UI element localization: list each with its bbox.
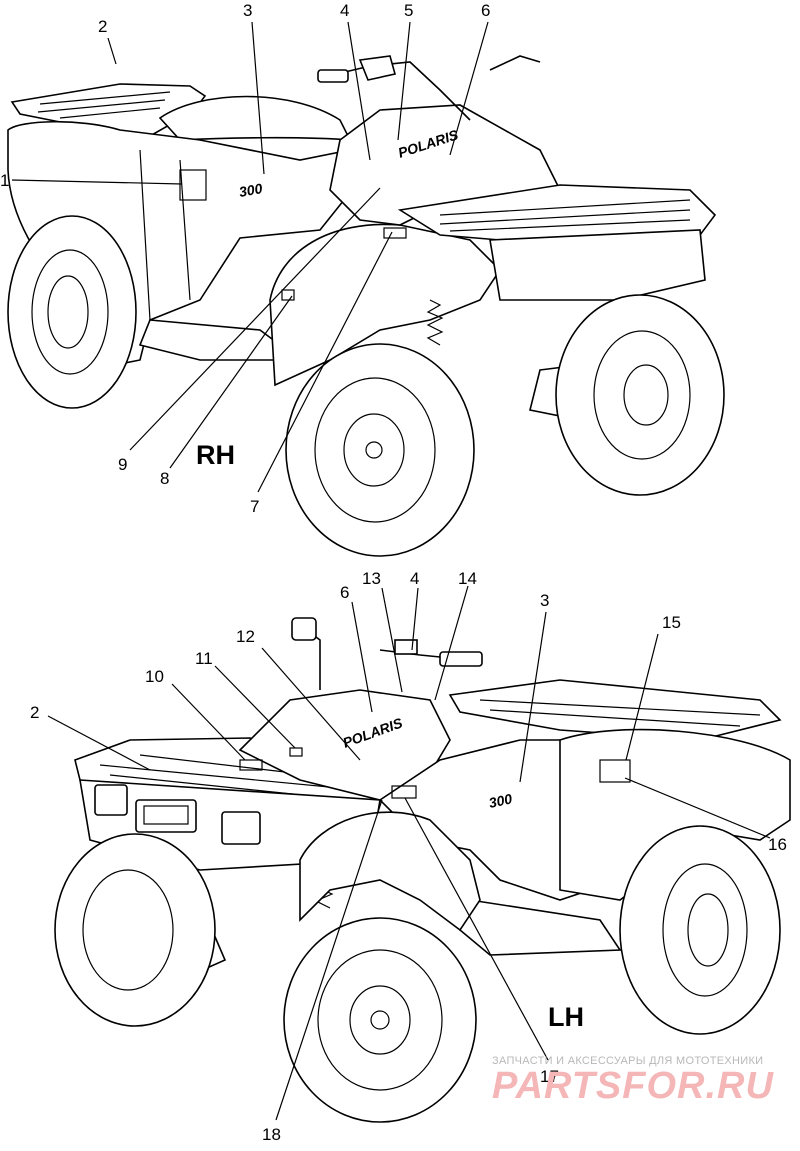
rh-callout-2: 2	[98, 17, 107, 36]
lh-model-badge: 300	[487, 790, 513, 811]
rh-callout-8: 8	[160, 469, 169, 488]
rh-callout-7: 7	[250, 497, 259, 516]
rh-callouts: 1 2 3 4 5 6 7 8 9 RH	[0, 1, 490, 516]
lh-callout-12: 12	[236, 627, 255, 646]
rh-leader-lines	[11, 21, 489, 493]
lh-callout-11: 11	[195, 649, 213, 668]
lh-callout-15: 15	[662, 613, 681, 632]
watermark-tagline: ЗАПЧАСТИ И АКСЕССУАРЫ ДЛЯ МОТОТЕХНИКИ	[492, 1055, 763, 1067]
rh-callout-4: 4	[340, 1, 349, 20]
rh-model-badge: 300	[238, 180, 264, 200]
rh-callout-3: 3	[243, 1, 252, 20]
watermark: ЗАПЧАСТИ И АКСЕССУАРЫ ДЛЯ МОТОТЕХНИКИ PA…	[492, 1055, 774, 1107]
lh-atv-illustration: POLARIS 300	[54, 617, 791, 1123]
lh-callout-6: 6	[340, 583, 349, 602]
rh-callout-9: 9	[118, 455, 127, 474]
rh-callout-6: 6	[481, 1, 490, 20]
lh-callout-14: 14	[458, 569, 477, 588]
lh-leader-lines	[47, 585, 771, 1121]
lh-callout-3: 3	[540, 591, 549, 610]
rh-callout-1: 1	[0, 171, 9, 190]
lh-callout-13: 13	[362, 569, 381, 588]
lh-callout-4: 4	[410, 569, 419, 588]
rh-callout-5: 5	[404, 1, 413, 20]
lh-callout-16: 16	[768, 835, 787, 854]
lh-side-label: LH	[548, 1002, 584, 1032]
rh-side-label: RH	[196, 440, 235, 470]
lh-callout-2: 2	[30, 703, 39, 722]
lh-callout-17: 17	[540, 1067, 559, 1086]
lh-callout-10: 10	[145, 667, 164, 686]
lh-callout-18: 18	[262, 1125, 281, 1144]
watermark-logo: PARTSFOR.RU	[492, 1065, 774, 1107]
rh-atv-illustration: 300 POLARIS	[7, 55, 725, 557]
lh-callouts: 2 3 4 6 10 11 12 13 14 15 16 17 18 LH	[30, 569, 787, 1144]
